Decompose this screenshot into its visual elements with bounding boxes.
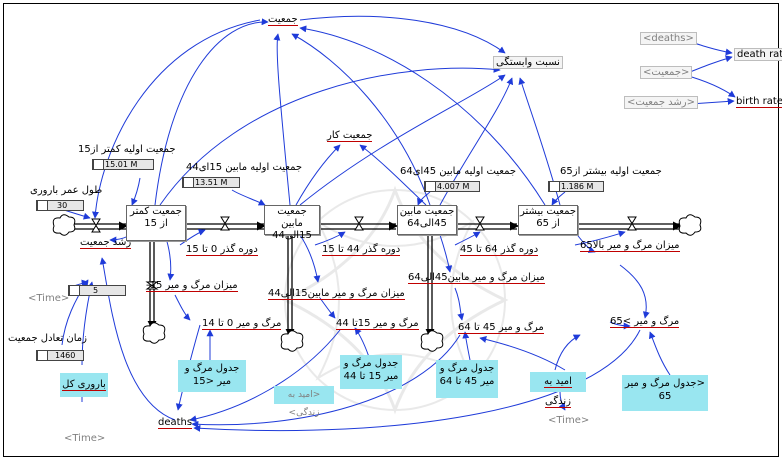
flow-valves — [91, 216, 637, 290]
var-population[interactable]: جمعیت — [268, 14, 298, 26]
var-birth-rate[interactable]: birth rate — [736, 96, 782, 108]
shadow-time-bottom-left[interactable]: <Time> — [64, 433, 106, 444]
table-mortality-15-44[interactable]: جدول مرگ و میر 15 تا 44 — [340, 355, 402, 389]
table-label: <جدول مرگ و میر 65 — [625, 378, 705, 402]
var-label: امید به زندگی — [544, 376, 572, 408]
slider-initial-45-64[interactable]: 4.007 M — [424, 181, 480, 192]
slider-initial-15-44[interactable]: 13.51 M — [182, 177, 240, 188]
table-label: جدول مرگ و میر 15 تا 44 — [343, 358, 399, 382]
causal-links — [57, 15, 736, 432]
var-mortality-rate-under-15[interactable]: میزان مرگ و میر 15- — [146, 280, 238, 292]
slider-value: 5 — [93, 286, 99, 295]
var-population-growth[interactable]: رشد جمعیت — [80, 237, 132, 249]
clouds — [52, 214, 702, 352]
var-life-expectancy[interactable]: امید به زندگی — [530, 372, 586, 408]
slider-value: 13.51 M — [195, 178, 228, 187]
var-mortality-rate-15-44[interactable]: میزان مرگ و میر مابین15الی44 — [268, 288, 405, 300]
var-dependency-ratio[interactable]: نسبت وابستگی — [493, 56, 563, 69]
var-mortality-15-44[interactable]: مرگ و میر 15تا 44 — [336, 318, 419, 330]
shadow-time-left[interactable]: <Time> — [28, 293, 70, 304]
slider-value: 1.186 M — [561, 182, 594, 191]
stock-pop-15-44[interactable]: جمعیت مابین 15الی44 — [264, 205, 320, 241]
table-label: جدول مرگ و میر 45 تا 64 — [439, 363, 495, 387]
shadow-time-bottom[interactable]: <Time> — [548, 415, 590, 426]
label-initial-45-64: جمعیت اولیه مابین 45ای64 — [400, 166, 517, 177]
var-period-45-64[interactable]: دوره گذر 64 تا 45 — [460, 244, 539, 256]
var-mortality-rate-over-65[interactable]: میزان مرگ و میر بالا65 — [580, 240, 680, 252]
slider-equilibrium-time[interactable]: 1460 — [36, 350, 84, 361]
var-mortality-over-65[interactable]: مرگ و میر >65 — [610, 316, 680, 328]
slider-fertility-length[interactable]: 30 — [36, 200, 84, 211]
slider-knob[interactable] — [425, 181, 436, 192]
shadow-deaths[interactable]: <deaths> — [640, 32, 697, 45]
slider-knob[interactable] — [549, 181, 560, 192]
slider-initial-under-15[interactable]: 15.01 M — [92, 159, 154, 170]
var-period-0-15[interactable]: دوره گذر 0 تا 15 — [186, 244, 258, 256]
var-label: باروری کل — [62, 379, 106, 391]
label-equilibrium-time: زمان تعادل جمعیت — [8, 333, 87, 344]
var-total-fertility[interactable]: باروری کل — [60, 373, 108, 397]
table-mortality-under-15[interactable]: جدول مرگ و میر <15 — [178, 360, 246, 392]
slider-value: 4.007 M — [437, 182, 470, 191]
shadow-population-growth[interactable]: <رشد جمعیت> — [624, 96, 699, 109]
table-mortality-over-65[interactable]: <جدول مرگ و میر 65 — [622, 375, 708, 411]
slider-value: 1460 — [55, 351, 76, 360]
shadow-label: <امید به زندگی> — [287, 390, 321, 418]
slider-growth[interactable]: 5 — [68, 285, 126, 296]
canvas-border — [3, 3, 779, 457]
stock-label: جمعیت بیشتر از 65 — [519, 206, 577, 229]
label-initial-under-15: جمعیت اولیه کمتر از15 — [78, 144, 176, 155]
var-mortality-45-64[interactable]: مرگ و میر 45 تا 64 — [458, 322, 544, 334]
var-death-rate[interactable]: death rate — [734, 48, 782, 61]
stock-pop-over-65[interactable]: جمعیت بیشتر از 65 — [518, 205, 578, 235]
shadow-population[interactable]: <جمعیت> — [640, 66, 693, 79]
stock-pop-under-15[interactable]: جمعیت کمتر از 15 — [126, 205, 186, 241]
slider-value: 15.01 M — [105, 160, 138, 169]
stock-label: جمعیت مابین 45الی64 — [399, 206, 455, 229]
life-expectancy-shadow[interactable]: <امید به زندگی> — [274, 386, 334, 418]
var-mortality-rate-45-64[interactable]: میزان مرگ و میر مابین45الی64 — [408, 272, 545, 284]
slider-knob[interactable] — [37, 350, 48, 361]
stock-pop-45-64[interactable]: جمعیت مابین 45الی64 — [397, 205, 457, 235]
table-mortality-45-64[interactable]: جدول مرگ و میر 45 تا 64 — [436, 360, 498, 398]
slider-knob[interactable] — [37, 200, 48, 211]
label-initial-over-65: جمعیت اولیه بیشتر از65 — [560, 166, 662, 177]
slider-knob[interactable] — [69, 285, 80, 296]
slider-initial-over-65[interactable]: 1.186 M — [548, 181, 604, 192]
stock-label: جمعیت کمتر از 15 — [130, 206, 182, 229]
slider-value: 30 — [57, 201, 68, 210]
slider-knob[interactable] — [93, 159, 104, 170]
slider-knob[interactable] — [183, 177, 194, 188]
var-deaths[interactable]: deaths — [158, 417, 193, 429]
table-label: جدول مرگ و میر <15 — [184, 363, 240, 387]
label-fertility-length: طول عمر باروری — [30, 185, 103, 196]
var-working-population[interactable]: جمعیت کار — [327, 130, 373, 142]
stock-label: جمعیت مابین 15الی44 — [272, 206, 312, 241]
var-mortality-0-14[interactable]: مرگ و میر 0 تا 14 — [202, 318, 282, 330]
label-initial-15-44: جمعیت اولیه مابین 15ای44 — [186, 162, 303, 173]
var-period-15-44[interactable]: دوره گذر 44 تا 15 — [322, 244, 401, 256]
